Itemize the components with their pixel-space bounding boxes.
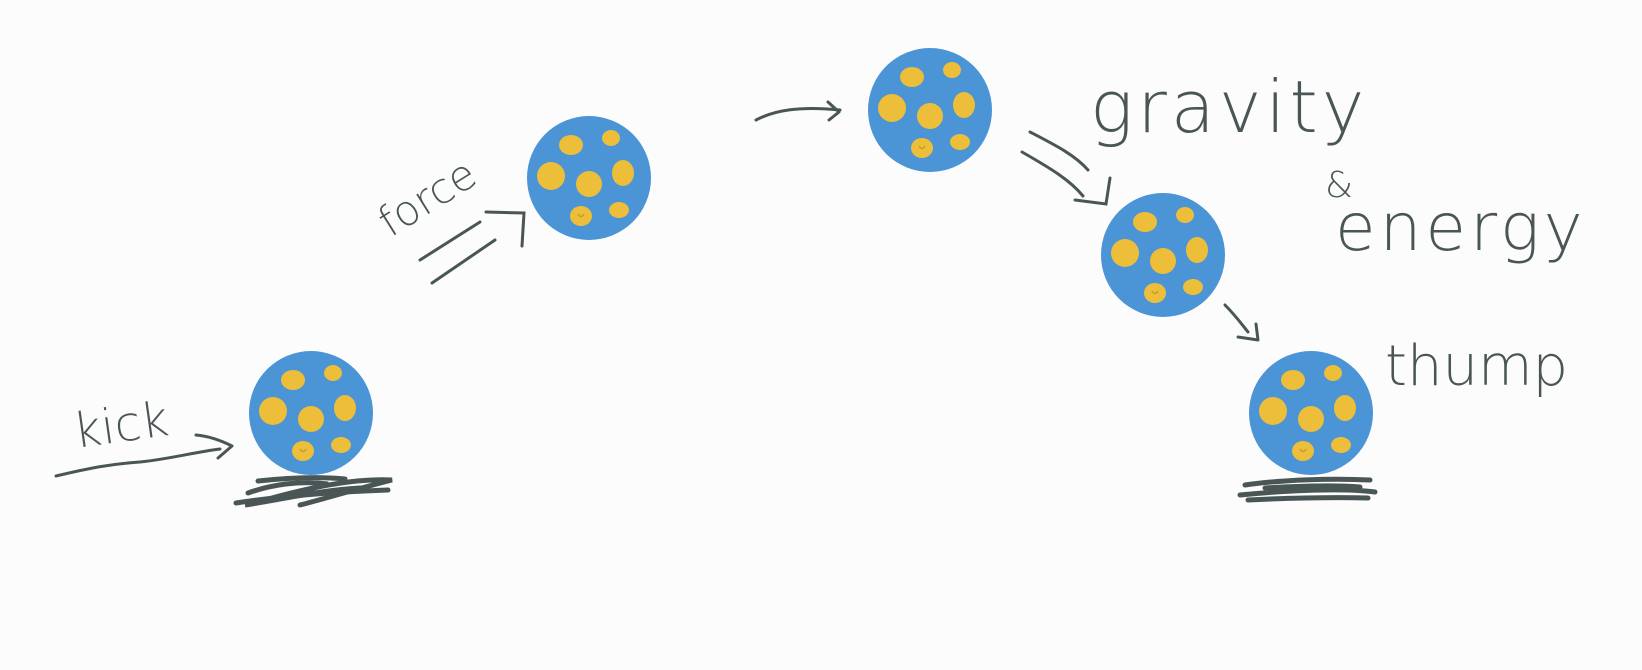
gravity-motion-lines-icon [1020, 130, 1112, 206]
apex-arrow-icon [754, 100, 842, 122]
gravity-label: gravity [1090, 65, 1368, 149]
energy-label: energy [1335, 189, 1587, 266]
falling-arrow-icon [1223, 303, 1260, 342]
ball-falling [1100, 192, 1226, 318]
thump-label: thump [1385, 334, 1568, 399]
ball-landing [1248, 350, 1374, 476]
ground-scribble-right [1237, 476, 1378, 503]
ball-kick [248, 350, 374, 476]
ampersand-label: & [1325, 165, 1353, 206]
ball-rising [526, 115, 652, 241]
force-motion-lines-icon [418, 210, 526, 285]
kick-arrow [54, 433, 234, 478]
ball-apex [867, 47, 993, 173]
ground-scribble-left [233, 475, 393, 508]
kick-label: kick [70, 391, 172, 460]
force-label: force [369, 149, 485, 247]
